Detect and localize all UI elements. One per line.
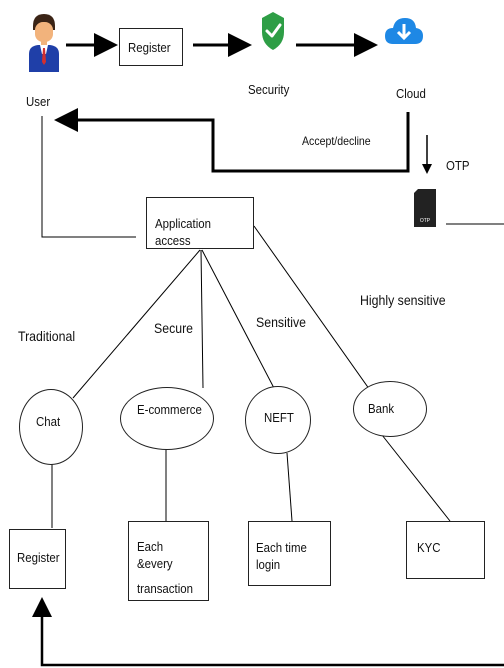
otp-label: OTP xyxy=(446,158,470,173)
neft-label: NEFT xyxy=(264,410,294,425)
chat-label: Chat xyxy=(36,414,61,429)
each-every-line2: transaction xyxy=(137,581,193,596)
application-access-label: Application access xyxy=(155,216,211,248)
arrow-cloud-to-user xyxy=(54,108,410,173)
register-top-label: Register xyxy=(128,40,171,55)
kyc-box: KYC xyxy=(406,521,485,579)
line-app-bank xyxy=(253,225,373,394)
each-time-login-label: Each time login xyxy=(256,540,307,572)
neft-oval: NEFT xyxy=(245,386,311,454)
bank-label: Bank xyxy=(368,401,395,416)
line-app-neft xyxy=(201,249,276,391)
traditional-label: Traditional xyxy=(18,328,76,344)
chat-oval: Chat xyxy=(19,389,83,465)
kyc-label: KYC xyxy=(417,540,441,555)
line-bank-kyc xyxy=(381,434,451,522)
secure-label: Secure xyxy=(154,320,194,336)
ecommerce-label: E-commerce xyxy=(137,402,202,417)
cloud-label: Cloud xyxy=(396,86,426,101)
application-access-box: Application access xyxy=(146,197,254,249)
line-neft-each-time xyxy=(286,452,293,522)
user-label: User xyxy=(26,94,51,109)
arrow-feedback-register xyxy=(32,597,504,667)
each-time-login-box: Each time login xyxy=(248,521,331,586)
register-bottom-label: Register xyxy=(17,550,60,565)
accept-decline-label: Accept/decline xyxy=(302,134,371,148)
user-avatar-icon xyxy=(29,14,59,72)
register-top-box: Register xyxy=(119,28,183,66)
line-app-chat xyxy=(72,249,201,399)
bank-oval: Bank xyxy=(353,381,427,437)
each-every-transaction-box: Each &every transaction xyxy=(128,521,209,601)
each-every-line1: Each &every xyxy=(137,539,173,571)
highly-sensitive-label: Highly sensitive xyxy=(360,292,446,308)
line-app-ecommerce xyxy=(200,249,204,389)
phone-otp-icon: OTP xyxy=(414,189,436,227)
cloud-download-icon xyxy=(385,18,423,44)
register-bottom-box: Register xyxy=(9,529,66,589)
ecommerce-oval: E-commerce xyxy=(120,387,214,450)
line-user-application xyxy=(41,116,136,238)
security-label: Security xyxy=(248,82,290,97)
otp-device-text: OTP xyxy=(420,218,431,224)
sensitive-label: Sensitive xyxy=(256,314,306,330)
shield-check-icon xyxy=(262,12,284,50)
